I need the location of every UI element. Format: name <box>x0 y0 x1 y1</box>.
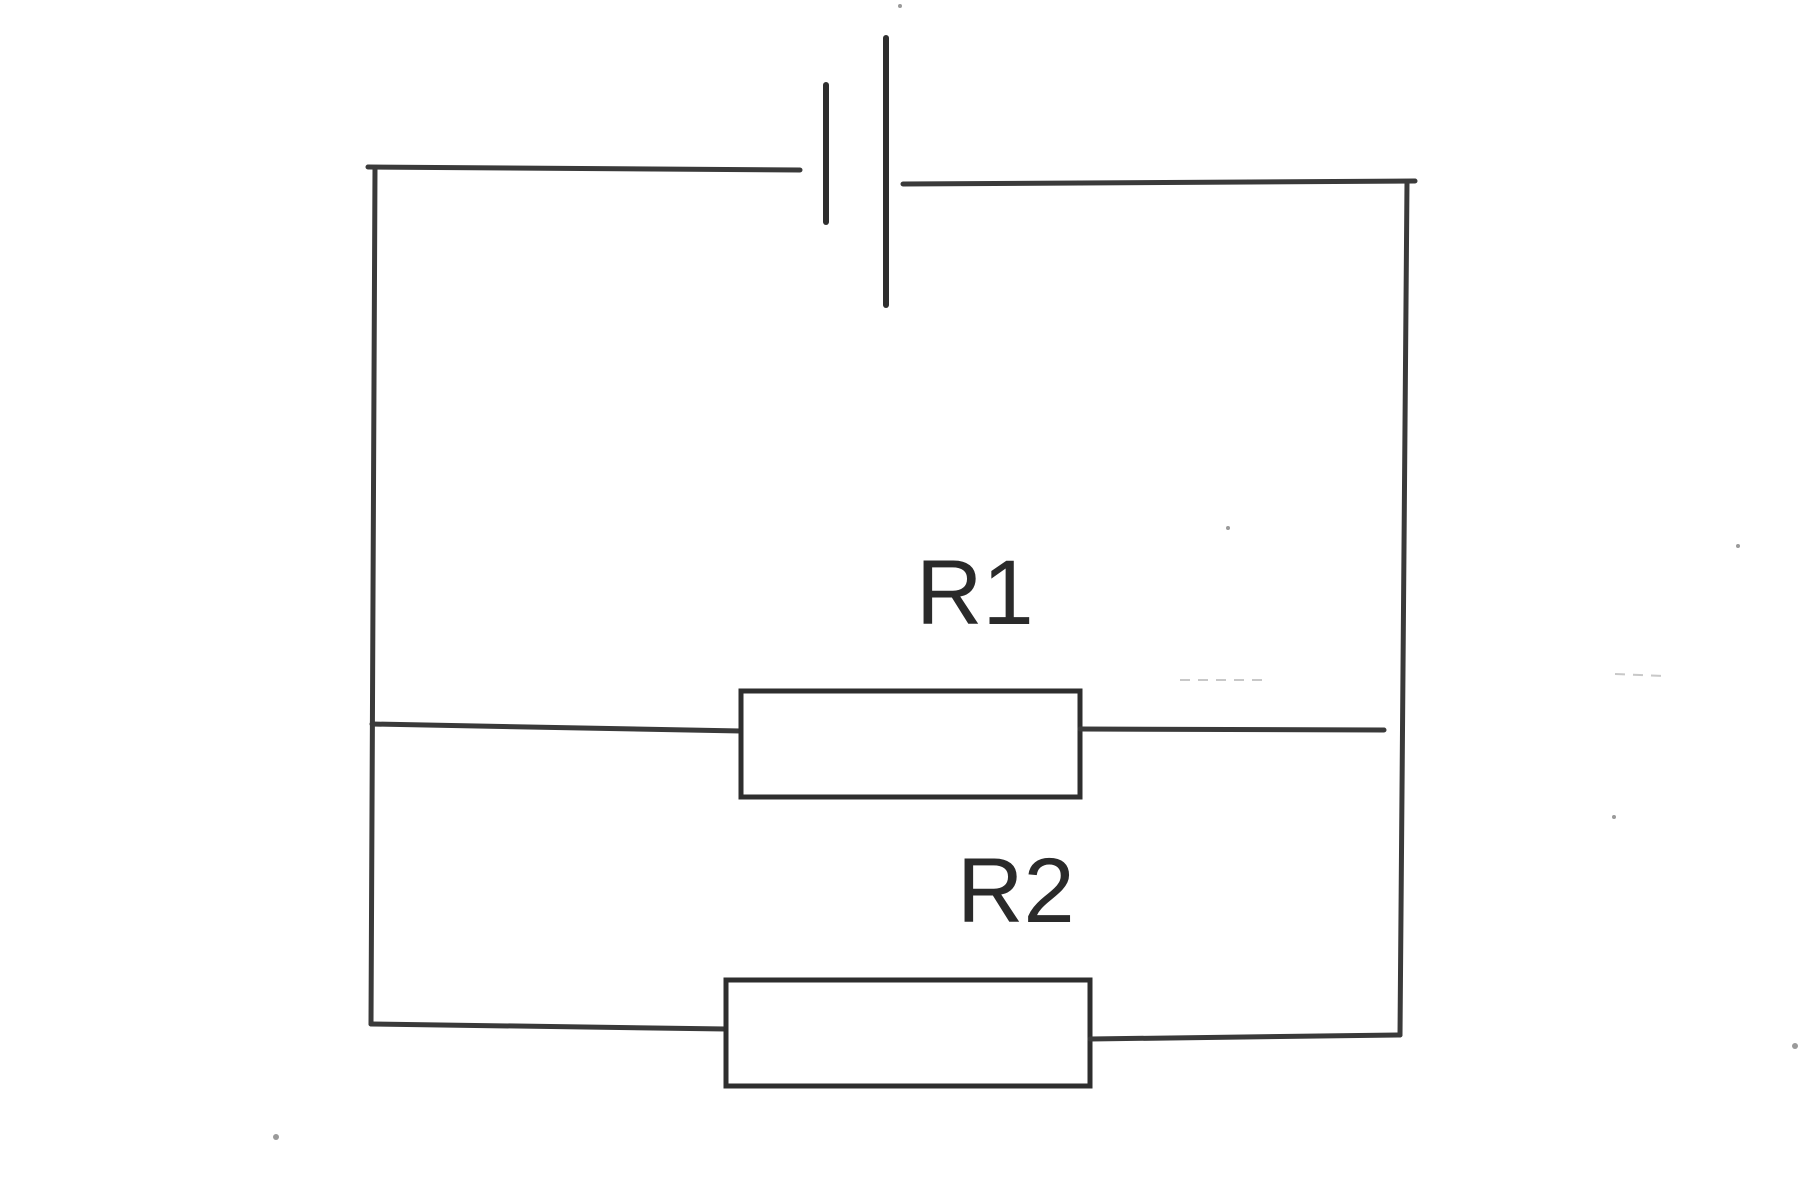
right-wire <box>1397 179 1410 1038</box>
battery <box>823 35 889 308</box>
speck <box>1736 544 1740 548</box>
r1-resistor <box>738 688 1083 800</box>
r2-resistor <box>723 977 1093 1089</box>
r1-left-wire <box>369 721 744 734</box>
top-right-wire <box>900 178 1418 187</box>
speck <box>273 1134 279 1140</box>
speck <box>1792 1043 1798 1049</box>
r2-right-wire <box>1087 1032 1403 1042</box>
r2-branch: R2 <box>368 840 1403 1089</box>
top-left-wire <box>365 164 803 173</box>
dash-mark <box>1614 673 1666 677</box>
left-wire <box>368 165 378 1027</box>
r2-left-wire <box>368 1021 729 1032</box>
speck <box>898 4 902 8</box>
r1-right-wire <box>1077 726 1387 733</box>
r1-label: R1 <box>916 542 1034 644</box>
r2-label: R2 <box>957 840 1075 942</box>
speck <box>1226 526 1230 530</box>
scan-specks <box>273 4 1798 1140</box>
r1-branch: R1 <box>369 542 1387 800</box>
speck <box>1612 815 1616 819</box>
